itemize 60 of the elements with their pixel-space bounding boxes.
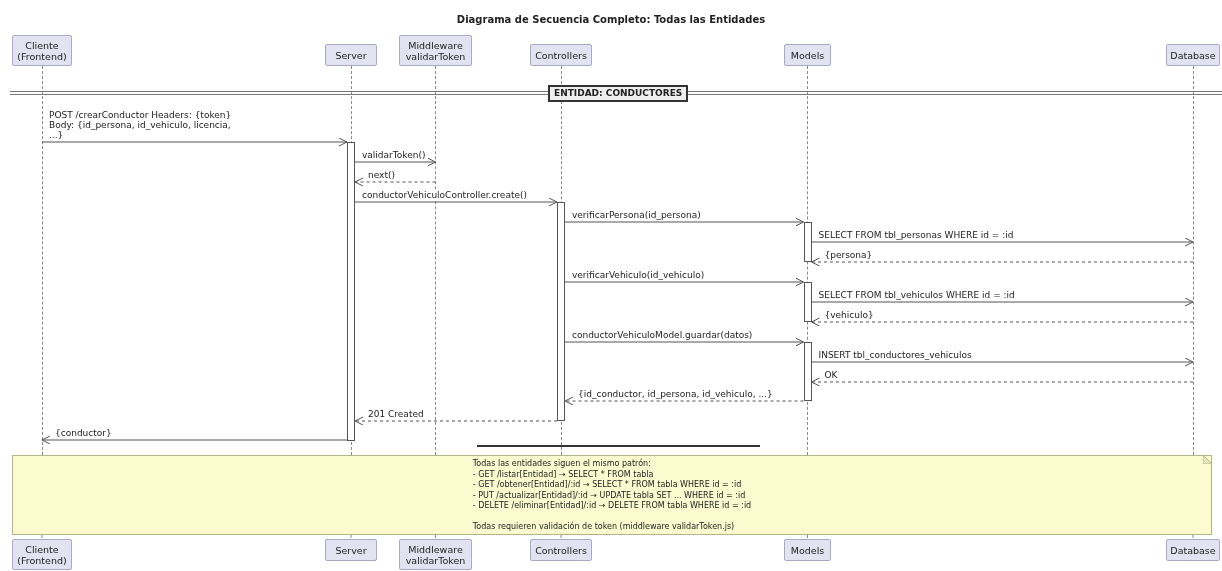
- message-arrow: [811, 357, 1194, 367]
- participant-box: Cliente (Frontend): [12, 35, 72, 66]
- message-label: {id_conductor, id_persona, id_vehiculo, ...}: [577, 389, 774, 399]
- participant-box: Middleware validarToken: [399, 35, 472, 66]
- participant-box: Server: [325, 44, 377, 66]
- participant-box: Controllers: [530, 539, 592, 561]
- note-text: - DELETE /eliminar[Entidad]/:id → DELETE FROM tabla WHERE id = :id: [472, 501, 752, 512]
- message-arrow: [811, 237, 1194, 247]
- return-arrow: [564, 396, 804, 406]
- return-arrow: [811, 317, 1194, 327]
- participant-box: Database: [1166, 44, 1220, 66]
- return-arrow: [811, 377, 1194, 387]
- section-label: ENTIDAD: CONDUCTORES: [548, 85, 689, 102]
- lifeline: [41, 66, 43, 455]
- note-box: [12, 455, 1212, 535]
- diagram-title: Diagrama de Secuencia Completo: Todas las Entidades: [456, 13, 766, 27]
- message-label: POST /crearConductor Headers: {token} Body: {id_persona, id_vehiculo, licencia, ...}: [48, 110, 233, 140]
- message-arrow: [41, 435, 348, 445]
- activation-bar: [557, 202, 565, 421]
- return-arrow: [354, 416, 558, 426]
- note-text: - PUT /actualizar[Entidad]/:id → UPDATE tabla SET ... WHERE id = :id: [472, 490, 747, 501]
- participant-box: Models: [784, 44, 831, 66]
- message-label: conductorVehiculoController.create(): [361, 190, 528, 200]
- return-arrow: [811, 257, 1194, 267]
- message-label: {vehiculo}: [823, 310, 875, 320]
- message-arrow: [564, 337, 804, 347]
- lifeline: [1192, 66, 1194, 455]
- message-arrow: [564, 217, 804, 227]
- participant-box: Models: [784, 539, 831, 561]
- note-text: - GET /obtener[Entidad]/:id → SELECT * FROM tabla WHERE id = :id: [472, 480, 743, 491]
- note-text: Todas las entidades siguen el mismo patrón:: [472, 459, 652, 470]
- message-label: SELECT FROM tbl_personas WHERE id = :id: [817, 230, 1015, 240]
- participant-box: Cliente (Frontend): [12, 539, 72, 570]
- message-arrow: [564, 277, 804, 287]
- message-label: conductorVehiculoModel.guardar(datos): [571, 330, 754, 340]
- activation-bar: [347, 142, 355, 441]
- participant-box: Database: [1166, 539, 1220, 561]
- activation-bar: [803, 342, 812, 401]
- participant-box: Middleware validarToken: [399, 539, 472, 570]
- message-label: verificarVehiculo(id_vehiculo): [571, 270, 706, 280]
- return-arrow: [354, 177, 436, 187]
- message-arrow: [41, 137, 348, 147]
- message-arrow: [811, 297, 1194, 307]
- participant-box: Controllers: [530, 44, 592, 66]
- message-label: next(): [367, 170, 396, 180]
- message-label: SELECT FROM tbl_vehiculos WHERE id = :id: [817, 290, 1016, 300]
- message-label: 201 Created: [367, 409, 425, 419]
- message-label: validarToken(): [361, 150, 427, 160]
- activation-bar: [803, 222, 812, 262]
- activation-bar: [803, 282, 812, 322]
- message-label: OK: [823, 370, 839, 380]
- note-text: Todas requieren validación de token (middleware validarToken.js): [472, 521, 736, 532]
- message-arrow: [354, 157, 436, 167]
- note-text: - GET /listar[Entidad] → SELECT * FROM tabla: [472, 469, 655, 480]
- participant-box: Server: [325, 539, 377, 561]
- message-label: INSERT tbl_conductores_vehiculos: [817, 350, 973, 360]
- message-label: {conductor}: [54, 428, 113, 438]
- message-label: verificarPersona(id_persona): [571, 210, 702, 220]
- message-label: {persona}: [823, 250, 874, 260]
- message-arrow: [354, 197, 558, 207]
